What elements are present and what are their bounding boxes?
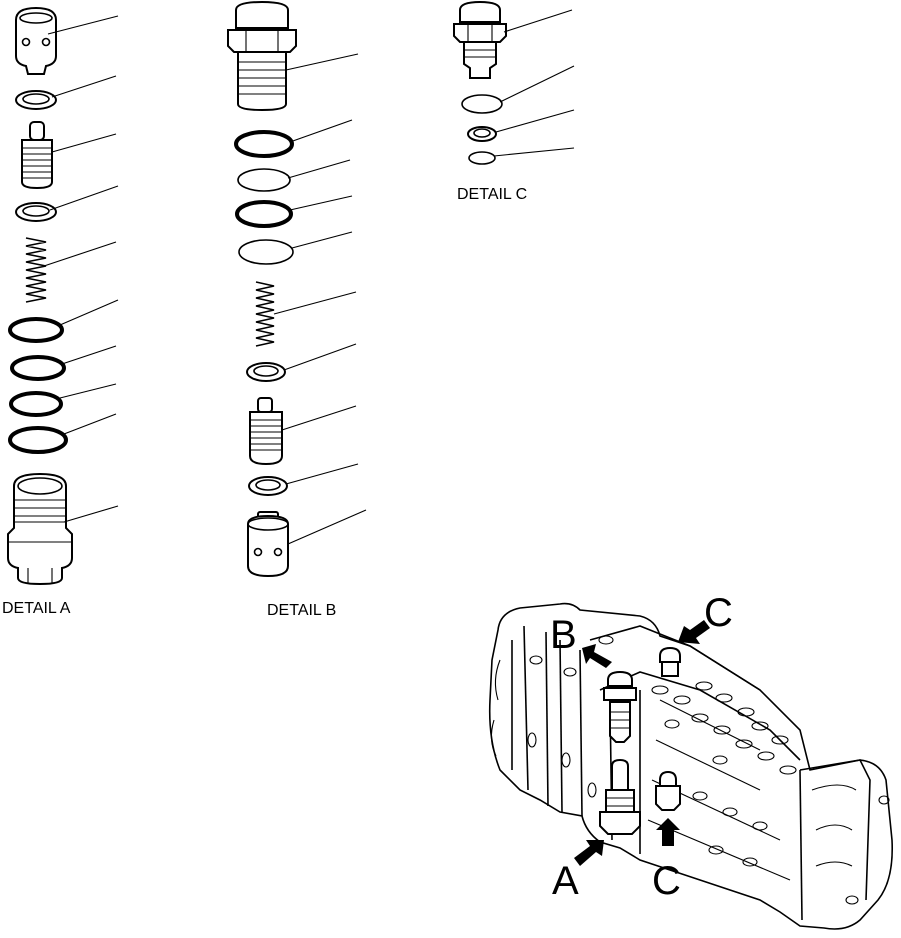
- detail-b-o-ring-2: [237, 168, 291, 192]
- installed-valve-c-top: [659, 646, 681, 677]
- detail-b-o-ring-1: [234, 130, 294, 158]
- detail-a-body: [7, 472, 73, 586]
- detail-a-cap: [15, 6, 57, 75]
- arrow-a-icon: [574, 840, 604, 866]
- callout-c-top: C: [704, 591, 733, 635]
- detail-b-plug: [227, 0, 297, 112]
- arrow-c-bottom-icon: [656, 818, 680, 846]
- detail-a-ring-2: [15, 202, 57, 222]
- detail-a-o-ring-4: [8, 426, 68, 454]
- detail-a-o-ring-2: [10, 355, 66, 381]
- detail-b-o-ring-4: [238, 239, 294, 265]
- callout-c-bottom: C: [652, 859, 681, 903]
- detail-b-spring: [255, 281, 275, 347]
- detail-b-ring-1: [246, 362, 286, 382]
- callout-b: B: [550, 613, 577, 657]
- detail-b-poppet: [249, 397, 283, 466]
- arrow-c-top-icon: [678, 620, 710, 644]
- detail-a-spring: [25, 237, 47, 303]
- detail-b-label: DETAIL B: [267, 602, 336, 619]
- detail-a-label: DETAIL A: [2, 600, 71, 617]
- detail-c-o-ring-1: [461, 94, 503, 114]
- arrow-b-icon: [582, 644, 612, 668]
- installed-valve-a: [599, 758, 641, 835]
- installed-valve-c-front: [655, 770, 681, 811]
- installed-valve-b: [603, 670, 637, 743]
- detail-c: DETAIL C: [453, 0, 575, 203]
- detail-b-leaders: [273, 53, 367, 545]
- detail-c-label: DETAIL C: [457, 186, 527, 203]
- callout-a: A: [552, 859, 579, 903]
- valve-ports: [527, 635, 890, 905]
- detail-b-ring-2: [248, 476, 288, 496]
- detail-a: DETAIL A: [2, 6, 119, 617]
- detail-a-spool: [21, 121, 53, 190]
- detail-a-o-ring-3: [9, 391, 63, 417]
- detail-a-leaders: [43, 15, 119, 523]
- detail-c-leaders: [493, 9, 575, 157]
- detail-a-ring-1: [15, 90, 57, 110]
- detail-b-sleeve: [247, 511, 289, 578]
- detail-a-o-ring-1: [8, 317, 64, 343]
- control-valve-assembly: B C A C: [488, 591, 894, 930]
- detail-b: DETAIL B: [227, 0, 367, 619]
- detail-c-plug: [453, 0, 507, 79]
- detail-b-o-ring-3: [235, 200, 293, 228]
- detail-c-o-ring-2: [468, 151, 496, 165]
- detail-c-ring: [467, 126, 497, 142]
